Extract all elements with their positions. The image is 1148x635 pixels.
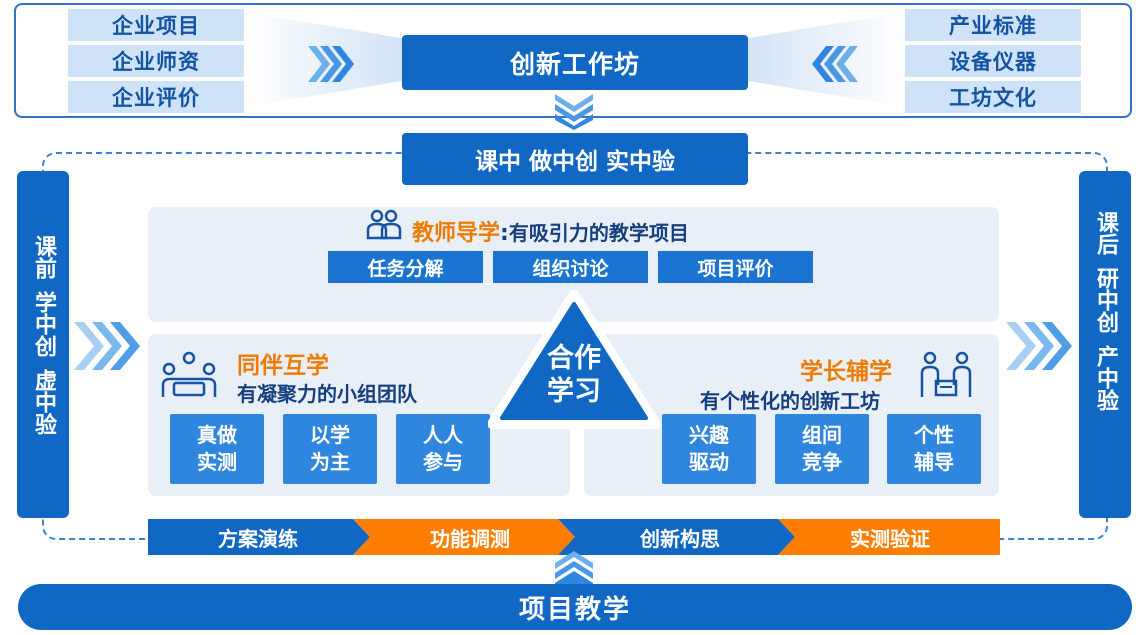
- teacher-heading: 教师导学:有吸引力的教学项目: [412, 215, 689, 247]
- pre-class-label-3: 虚中验: [31, 369, 56, 435]
- cell-line: 人人: [423, 423, 463, 447]
- cell-line: 实测: [197, 450, 237, 474]
- peer-cell-learner-centered: 以学 为主: [283, 414, 377, 484]
- tag-equipment: 设备仪器: [905, 45, 1081, 77]
- pre-class-bar: 课前 学中创 虚中验: [17, 171, 69, 518]
- tag-group-discussion: 组织讨论: [493, 251, 648, 283]
- tag-workshop-culture: 工坊文化: [905, 81, 1081, 113]
- peer-cell-everyone-participates: 人人 参与: [396, 414, 490, 484]
- chevron-right-icon: [1006, 322, 1072, 370]
- post-class-label-3: 产中验: [1093, 345, 1118, 411]
- peer-cell-real-practice: 真做 实测: [170, 414, 264, 484]
- cell-line: 个性: [914, 423, 954, 447]
- triangle-line-2: 学习: [547, 376, 601, 407]
- cell-line: 参与: [423, 450, 463, 474]
- flow-step-function-debugging: 功能调测: [430, 526, 510, 551]
- project-teaching-title: 项目教学: [518, 594, 631, 625]
- senior-cell-personalized-tutoring: 个性 辅导: [887, 414, 981, 484]
- team-meeting-icon: [161, 351, 217, 397]
- innovation-workshop-title: 创新工作坊: [509, 49, 640, 79]
- chevron-right-icon: [74, 322, 140, 370]
- cell-line: 驱动: [689, 450, 729, 474]
- senior-cell-interest-driven: 兴趣 驱动: [662, 414, 756, 484]
- tag-project-evaluation: 项目评价: [658, 251, 813, 283]
- cell-line: 以学: [310, 423, 350, 447]
- teacher-title: 教师导学: [412, 221, 501, 246]
- cooperative-learning-triangle: [488, 290, 660, 429]
- peer-subtitle: 有凝聚力的小组团队: [237, 382, 417, 406]
- flow-step-scheme-rehearsal: 方案演练: [218, 526, 298, 551]
- teacher-subtitle: 有吸引力的教学项目: [508, 221, 689, 245]
- cell-line: 辅导: [914, 450, 954, 474]
- cell-line: 组间: [802, 423, 842, 447]
- cell-line: 真做: [197, 423, 237, 447]
- chevron-up-icon: [555, 551, 593, 585]
- cell-line: 竞争: [802, 450, 842, 474]
- peer-title: 同伴互学: [237, 353, 329, 379]
- post-class-bar: 课后 研中创 产中验: [1079, 171, 1131, 518]
- chevron-left-icon: [812, 46, 858, 82]
- pre-class-label-1: 课前: [31, 235, 56, 279]
- tag-enterprise-project: 企业项目: [68, 9, 244, 41]
- flow-step-testing-verification: 实测验证: [850, 526, 930, 551]
- tag-task-decomposition: 任务分解: [328, 251, 483, 283]
- pre-class-label-2: 学中创: [31, 291, 56, 357]
- tag-enterprise-evaluation: 企业评价: [68, 81, 244, 113]
- chevron-down-icon: [555, 94, 593, 130]
- tutoring-icon: [920, 351, 972, 397]
- senior-title: 学长辅学: [800, 359, 892, 385]
- post-class-label-2: 研中创: [1093, 267, 1118, 333]
- triangle-line-1: 合作: [547, 343, 601, 374]
- teacher-colon: :: [500, 221, 509, 246]
- cell-line: 为主: [310, 450, 350, 474]
- people-icon: [366, 209, 402, 240]
- flow-step-innovative-design: 创新构思: [640, 526, 720, 551]
- tag-industry-standard: 产业标准: [905, 9, 1081, 41]
- senior-subtitle: 有个性化的创新工坊: [700, 389, 880, 413]
- tag-enterprise-faculty: 企业师资: [68, 45, 244, 77]
- project-teaching-bar: 项目教学: [18, 584, 1132, 630]
- post-class-label-1: 课后: [1093, 211, 1118, 255]
- innovation-workshop-box: 创新工作坊: [402, 35, 748, 90]
- cooperative-learning-label: 合作 学习: [534, 342, 614, 408]
- in-class-title: 课中 做中创 实中验: [474, 149, 675, 175]
- chevron-right-icon: [308, 46, 354, 82]
- process-flow-bar: [148, 519, 1000, 555]
- in-class-box: 课中 做中创 实中验: [402, 133, 748, 185]
- cell-line: 兴趣: [689, 423, 729, 447]
- senior-cell-group-competition: 组间 竞争: [775, 414, 869, 484]
